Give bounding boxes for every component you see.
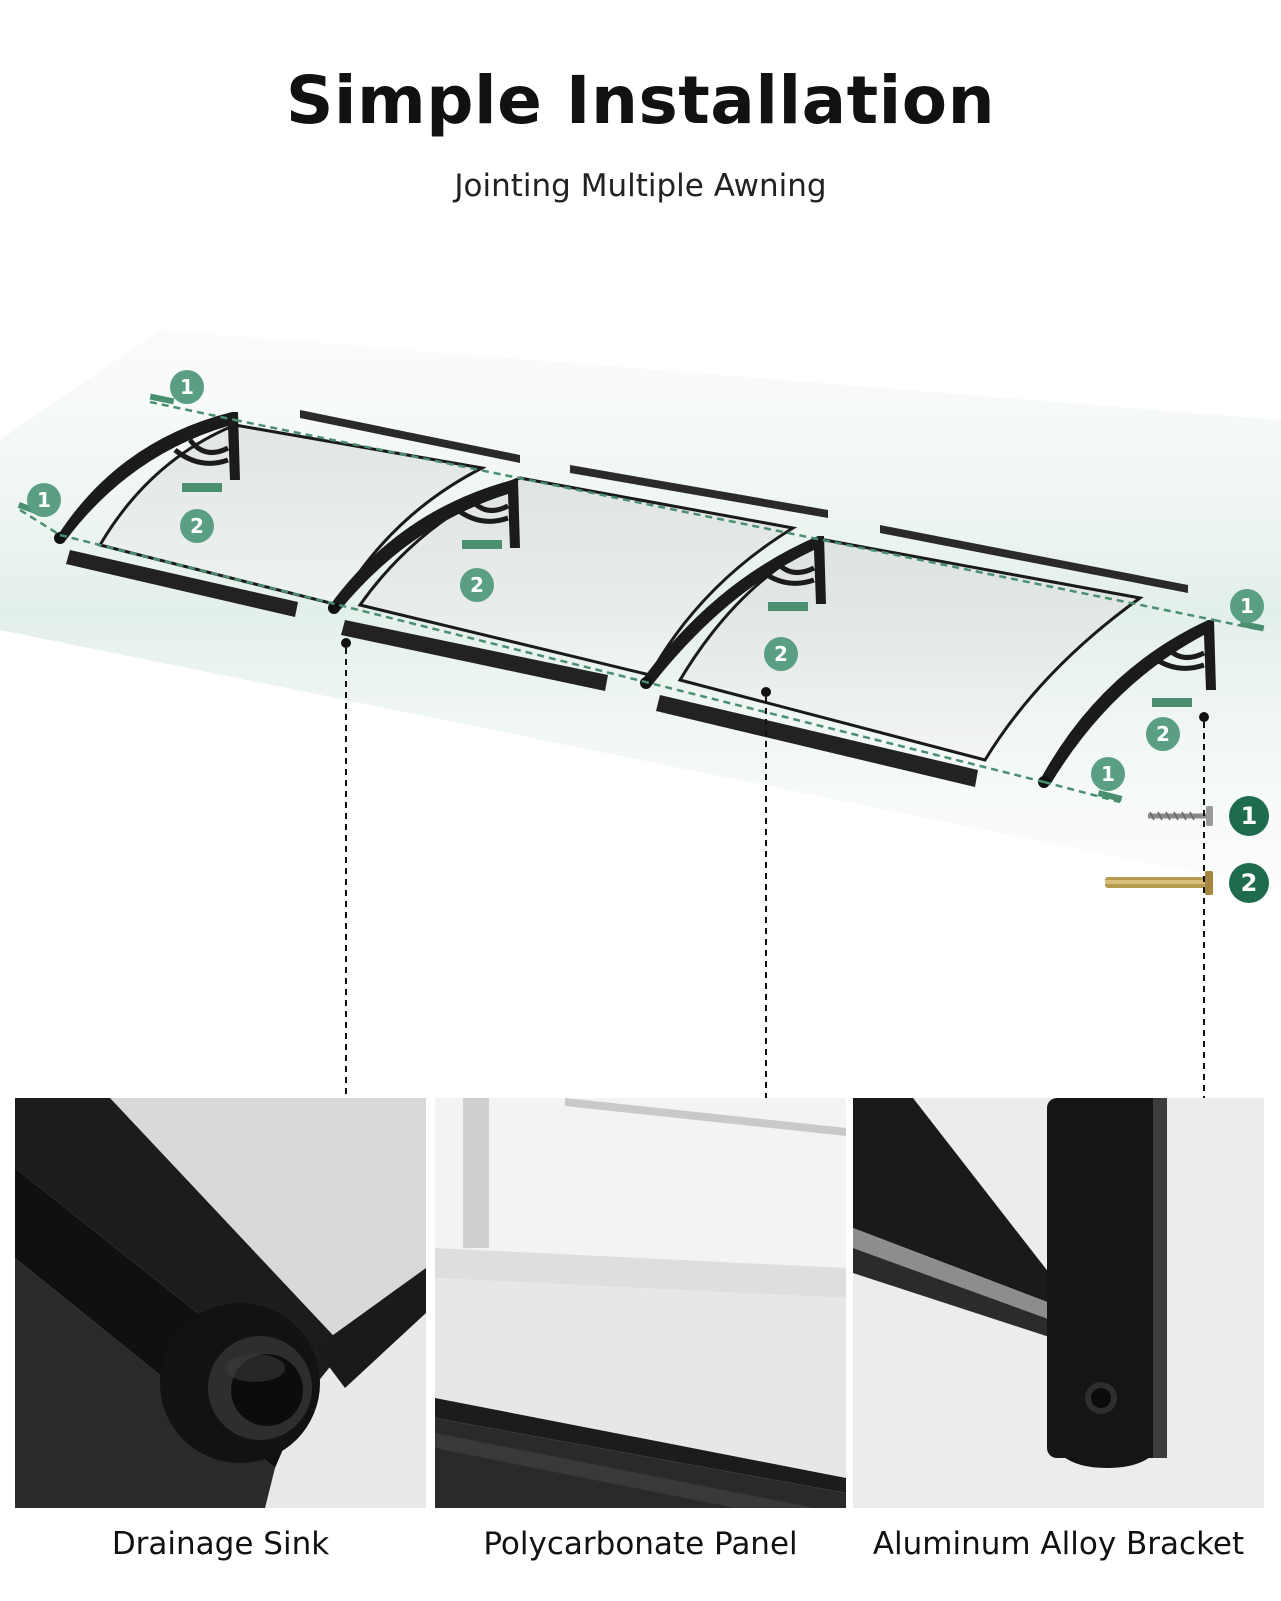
- screw-marker: [149, 393, 175, 405]
- aluminum-alloy-bracket-photo: [853, 1098, 1264, 1508]
- screw-marker: [1097, 790, 1123, 802]
- svg-text:1: 1: [1241, 802, 1258, 830]
- legend-badge: 2: [1229, 863, 1269, 903]
- step-badge: 1: [27, 483, 61, 517]
- top-cover-strip: [570, 465, 828, 518]
- svg-text:2: 2: [1241, 869, 1258, 897]
- step-badge: 2: [180, 509, 214, 543]
- awning-bracket: [330, 480, 520, 610]
- drainage-sink: [656, 695, 978, 787]
- screw-icon: [1148, 806, 1213, 826]
- svg-text:2: 2: [774, 642, 788, 666]
- step-badge: 1: [170, 370, 204, 404]
- callout-dot: [341, 638, 351, 648]
- bracket-webbing: [453, 496, 510, 524]
- page-subtitle: Jointing Multiple Awning: [454, 168, 827, 204]
- guide-line: [19, 508, 61, 537]
- screw-marker: [1239, 620, 1265, 632]
- bolt-marker: [182, 483, 222, 492]
- guide-line: [149, 400, 236, 422]
- bolt-marker: [462, 540, 502, 549]
- page-title: Simple Installation: [285, 62, 996, 139]
- legend-badge: 1: [1229, 796, 1269, 836]
- polycarbonate-panel-caption: Polycarbonate Panel: [483, 1526, 798, 1562]
- callout-dot: [1199, 712, 1209, 722]
- guide-line: [1043, 780, 1121, 804]
- step-badge: 1: [1091, 757, 1125, 791]
- drainage-sink-caption: Drainage Sink: [111, 1526, 330, 1562]
- bracket-end-cap: [328, 602, 340, 614]
- guide-line: [234, 418, 1215, 622]
- step-badge: 2: [460, 568, 494, 602]
- polycarbonate-panel-photo: [435, 1098, 846, 1508]
- bracket-webbing: [173, 438, 230, 466]
- drainage-sink: [341, 620, 608, 691]
- bolt-marker: [1152, 698, 1192, 707]
- drainage-sink: [66, 550, 298, 617]
- step-badge: 2: [1146, 717, 1180, 751]
- top-cover-strip: [300, 410, 520, 463]
- aluminum-alloy-bracket-caption: Aluminum Alloy Bracket: [872, 1526, 1245, 1562]
- bracket-webbing: [758, 558, 816, 586]
- svg-text:1: 1: [180, 375, 194, 399]
- svg-text:2: 2: [190, 514, 204, 538]
- svg-text:2: 2: [470, 573, 484, 597]
- svg-text:1: 1: [1101, 762, 1115, 786]
- svg-text:1: 1: [1240, 594, 1254, 618]
- awning-bracket: [58, 412, 240, 540]
- svg-text:2: 2: [1156, 722, 1170, 746]
- bracket-webbing: [1148, 643, 1206, 671]
- awning-bracket: [642, 536, 826, 685]
- bolt-marker: [768, 602, 808, 611]
- step-badge: 2: [764, 637, 798, 671]
- svg-text:1: 1: [37, 488, 51, 512]
- awning-bracket: [1040, 620, 1216, 785]
- top-cover-strip: [880, 525, 1188, 593]
- callout-dot: [761, 687, 771, 697]
- expansion-bolt-icon: [1105, 871, 1213, 895]
- drainage-sink-photo: [15, 1098, 426, 1508]
- step-badge: 1: [1230, 589, 1264, 623]
- awning-assembly-diagram: 1 1 2 2 2 1 2 1 1: [0, 330, 1281, 1100]
- guide-line: [59, 533, 1045, 784]
